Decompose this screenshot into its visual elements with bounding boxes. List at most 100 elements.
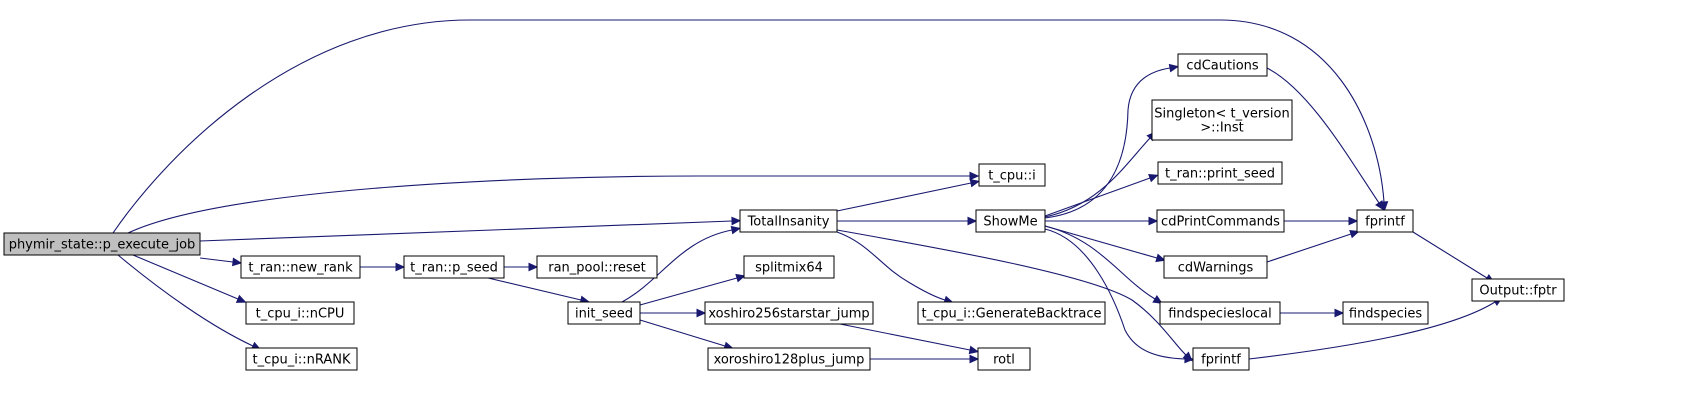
edge-p_execute_job-to-TotalInsanity <box>199 216 742 242</box>
node-p_execute_job[interactable]: phymir_state::p_execute_job <box>3 232 201 256</box>
node-ran_pool_reset[interactable]: ran_pool::reset <box>536 255 658 279</box>
arrowhead <box>735 273 746 283</box>
edge-ShowMe-to-cdCautions <box>1044 63 1180 219</box>
edge-line <box>639 319 726 347</box>
arrowhead <box>1152 294 1163 304</box>
node-box <box>245 301 355 325</box>
node-label: t_cpu_i::GenerateBacktrace <box>922 307 1102 322</box>
edge-init_seed-to-xoshiro_jump <box>640 308 707 318</box>
node-box <box>1163 255 1268 279</box>
arrowhead <box>1375 200 1385 211</box>
node-label: >::Inst <box>1200 121 1244 136</box>
node-fprintf_top[interactable]: fprintf <box>1356 209 1414 233</box>
node-box <box>707 347 871 371</box>
node-box <box>1177 53 1268 77</box>
node-label: ShowMe <box>983 215 1037 230</box>
node-box <box>245 347 358 371</box>
edge-line <box>1266 233 1352 263</box>
node-box <box>536 255 658 279</box>
node-label: cdPrintCommands <box>1161 215 1280 230</box>
arrowhead <box>235 294 247 303</box>
arrowhead <box>1148 174 1159 183</box>
node-TotalInsanity[interactable]: TotalInsanity <box>739 209 838 233</box>
node-print_seed[interactable]: t_ran::print_seed <box>1157 161 1283 185</box>
node-ShowMe[interactable]: ShowMe <box>975 209 1046 233</box>
edge-line <box>1044 228 1186 360</box>
node-box <box>975 209 1046 233</box>
edge-line <box>1412 231 1488 279</box>
node-label: t_cpu_i::nCPU <box>256 307 345 322</box>
node-label: fprintf <box>1201 353 1241 368</box>
node-box <box>704 301 874 325</box>
node-box <box>917 301 1106 325</box>
node-box <box>1192 347 1250 371</box>
edge-TotalInsanity-to-t_cpu_i <box>836 178 980 212</box>
edge-ShowMe-to-cdWarnings <box>1044 225 1166 263</box>
arrowhead <box>1348 216 1359 226</box>
node-label: findspecies <box>1349 307 1422 322</box>
node-rotl[interactable]: rotl <box>977 347 1031 371</box>
node-t_cpu_i[interactable]: t_cpu::i <box>978 163 1046 187</box>
edge-ShowMe-to-cdPrintCommands <box>1045 216 1159 226</box>
node-xoroshiro_jump[interactable]: xoroshiro128plus_jump <box>707 347 871 371</box>
node-label: t_cpu::i <box>988 169 1036 184</box>
node-Singleton[interactable]: Singleton< t_version>::Inst <box>1151 99 1293 141</box>
edge-line <box>1044 67 1171 219</box>
edge-fprintf_top-to-Output_fptr <box>1412 231 1495 283</box>
node-xoshiro_jump[interactable]: xoshiro256starstar_jump <box>704 301 874 325</box>
node-box <box>739 209 838 233</box>
edge-ShowMe-to-print_seed <box>1044 174 1159 217</box>
edge-findspecieslocal-to-findspecies <box>1280 308 1345 318</box>
edge-TotalInsanity-to-GenerateBacktrace <box>836 231 954 304</box>
node-nCPU[interactable]: t_cpu_i::nCPU <box>245 301 355 325</box>
node-cdWarnings[interactable]: cdWarnings <box>1163 255 1268 279</box>
node-box <box>1156 209 1285 233</box>
node-label: ran_pool::reset <box>548 261 646 276</box>
edge-line <box>199 257 234 263</box>
node-label: cdCautions <box>1186 59 1259 74</box>
edge-p_execute_job-to-nCPU <box>132 254 247 303</box>
edge-line <box>199 220 733 242</box>
edge-line <box>836 231 946 301</box>
arrowhead <box>528 262 539 272</box>
node-findspecieslocal[interactable]: findspecieslocal <box>1159 301 1281 325</box>
edge-line <box>1044 225 1158 259</box>
node-init_seed[interactable]: init_seed <box>567 301 641 325</box>
node-nRANK[interactable]: t_cpu_i::nRANK <box>245 347 358 371</box>
edge-line <box>1248 301 1496 360</box>
node-splitmix64[interactable]: splitmix64 <box>743 255 835 279</box>
node-findspecies[interactable]: findspecies <box>1342 301 1429 325</box>
node-label: Output::fptr <box>1479 284 1557 299</box>
edge-init_seed-to-TotalInsanity <box>621 225 741 303</box>
edge-cdPrintCommands-to-fprintf_top <box>1284 216 1359 226</box>
node-GenerateBacktrace[interactable]: t_cpu_i::GenerateBacktrace <box>917 301 1106 325</box>
node-cdPrintCommands[interactable]: cdPrintCommands <box>1156 209 1285 233</box>
edge-line <box>132 254 239 300</box>
node-box <box>567 301 641 325</box>
node-label: phymir_state::p_execute_job <box>9 238 196 253</box>
edge-line <box>836 182 972 212</box>
edge-init_seed-to-splitmix64 <box>639 273 746 306</box>
node-box <box>403 255 505 279</box>
arrowhead <box>1184 354 1195 364</box>
arrowhead <box>1148 216 1159 226</box>
node-p_seed[interactable]: t_ran::p_seed <box>403 255 505 279</box>
node-label: findspecieslocal <box>1168 307 1272 322</box>
edge-new_rank-to-p_seed <box>360 262 406 272</box>
node-fprintf_bottom[interactable]: fprintf <box>1192 347 1250 371</box>
edge-p_seed-to-init_seed <box>487 277 590 305</box>
node-label: init_seed <box>575 307 633 322</box>
edges-layer <box>112 19 1503 364</box>
arrowhead <box>969 178 980 188</box>
node-cdCautions[interactable]: cdCautions <box>1177 53 1268 77</box>
edge-ShowMe-to-Singleton <box>1044 131 1157 218</box>
node-new_rank[interactable]: t_ran::new_rank <box>240 255 361 279</box>
edge-line <box>127 175 970 234</box>
node-label: xoroshiro128plus_jump <box>714 353 865 368</box>
edge-p_seed-to-ran_pool_reset <box>504 262 539 272</box>
arrowhead <box>395 262 406 272</box>
arrowhead <box>968 345 979 355</box>
node-Output_fptr[interactable]: Output::fptr <box>1471 278 1565 302</box>
arrowhead <box>1155 253 1166 263</box>
